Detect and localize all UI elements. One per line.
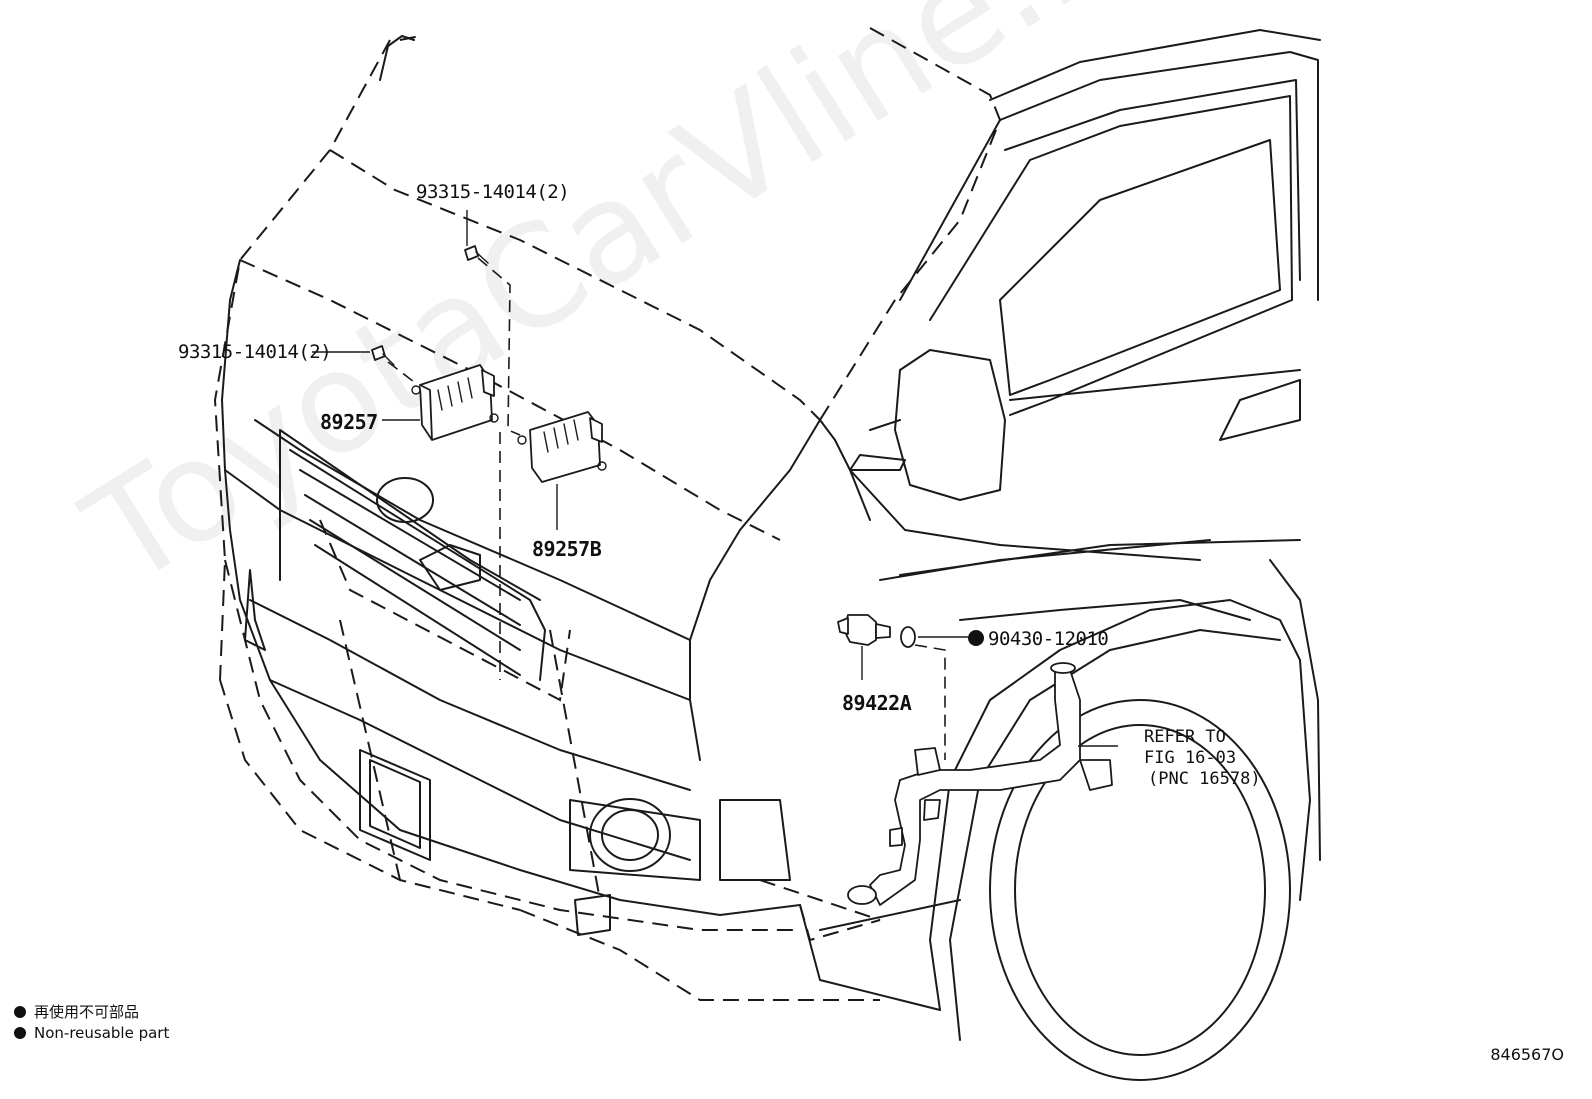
callout-gasket-90430: 90430-12010: [988, 628, 1108, 650]
legend-jp-label: 再使用不可部品: [34, 1003, 140, 1021]
callout-switch-89422a: 89422A: [842, 691, 912, 715]
roof-line: [989, 29, 1321, 101]
legend-en-label: Non-reusable part: [34, 1024, 170, 1042]
washer-pipe: [847, 662, 1113, 906]
legend-item-en: Non-reusable part: [14, 1024, 169, 1042]
reference-line-3: (PNC 16578): [1148, 769, 1261, 789]
bolt-left-part: [371, 345, 395, 366]
fender: [799, 904, 941, 1011]
relay-89257b-part: [517, 411, 607, 483]
gasket-90430-part: [900, 626, 916, 648]
bolt-top-part: [464, 245, 489, 264]
switch-89422a-part: [837, 614, 891, 646]
callout-bolt-top: 93315-14014(2): [416, 181, 569, 203]
door-window: [999, 139, 1281, 396]
side-mirror: [894, 349, 1006, 501]
diagram-id: 846567O: [1490, 1045, 1564, 1064]
bullet-icon: [14, 1027, 26, 1039]
bullet-icon: [14, 1006, 26, 1018]
callout-relay-89257: 89257: [320, 410, 378, 434]
emblem: [376, 477, 434, 523]
reference-line-1: REFER TO: [1144, 727, 1226, 747]
mirror-stalk: [379, 35, 415, 81]
non-reusable-marker: [968, 630, 984, 646]
reference-line-2: FIG 16-03: [1144, 748, 1236, 768]
callout-relay-89257b: 89257B: [532, 537, 602, 561]
fog-lamp: [569, 798, 701, 881]
relay-89257-part: [411, 364, 499, 441]
callout-bolt-left: 93315-14014(2): [178, 341, 331, 363]
legend-item-jp: 再使用不可部品: [14, 1001, 139, 1022]
tire: [989, 699, 1291, 1081]
